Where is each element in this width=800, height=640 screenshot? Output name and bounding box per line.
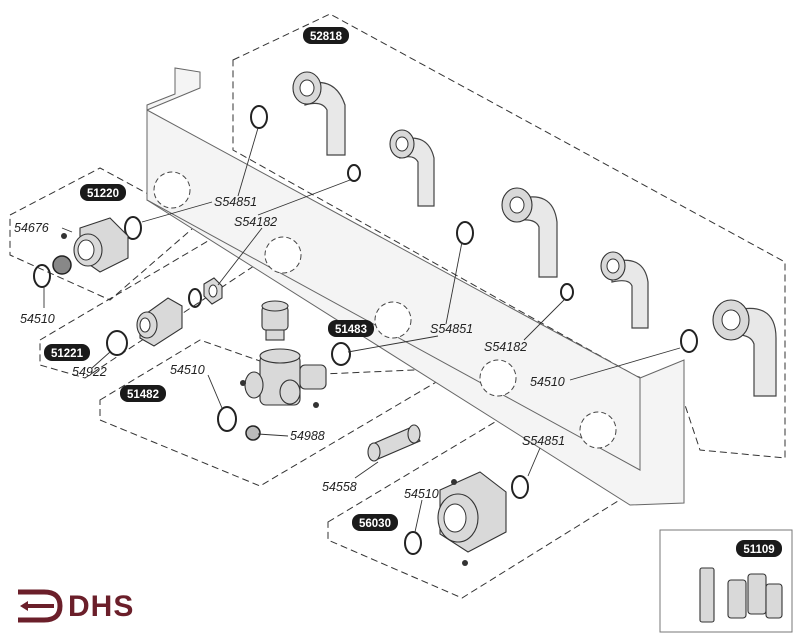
plate-hole <box>479 359 517 397</box>
o-ring <box>250 105 268 129</box>
strainer-filter <box>52 255 72 275</box>
hex-nut-bore <box>208 284 218 298</box>
elbow-pipe <box>292 71 346 156</box>
svg-text:52818: 52818 <box>310 31 343 43</box>
o-ring <box>404 531 422 555</box>
badge-51483: 51483 <box>328 320 374 337</box>
valve-head-51483 <box>261 300 289 341</box>
plate-hole <box>153 171 191 209</box>
label-s54851: S54851 <box>214 195 257 209</box>
o-ring <box>217 406 237 432</box>
svg-text:51483: 51483 <box>335 324 367 336</box>
svg-text:51482: 51482 <box>127 389 159 401</box>
label-s54182: S54182 <box>484 340 527 354</box>
o-ring <box>124 216 142 240</box>
o-ring <box>680 329 698 353</box>
o-ring <box>33 264 51 288</box>
group-box-51109 <box>659 529 793 633</box>
label-54510: 54510 <box>20 312 55 326</box>
svg-text:51109: 51109 <box>743 544 774 556</box>
o-ring <box>188 288 202 308</box>
svg-text:56030: 56030 <box>359 518 391 530</box>
group-box-52818 <box>232 13 786 459</box>
label-54510: 54510 <box>170 363 205 377</box>
label-s54851: S54851 <box>430 322 473 336</box>
o-ring <box>347 164 361 182</box>
clip-set-51109 <box>699 567 783 623</box>
badge-51221: 51221 <box>44 344 90 361</box>
badge-51109: 51109 <box>736 540 782 557</box>
plate-hole <box>374 301 412 339</box>
label-54510: 54510 <box>404 487 439 501</box>
label-54922: 54922 <box>72 365 107 379</box>
label-54510: 54510 <box>530 375 565 389</box>
group-box-51482 <box>99 339 461 487</box>
valve-body-51221 <box>136 297 183 347</box>
group-box-56030 <box>327 409 657 599</box>
o-ring <box>511 475 529 499</box>
o-ring <box>456 221 474 245</box>
tee-valve-51482 <box>240 348 327 408</box>
svg-text:51221: 51221 <box>51 348 84 360</box>
threaded-nipple-54558 <box>367 424 421 462</box>
leader-lines <box>43 127 681 533</box>
cap-54988 <box>245 425 261 441</box>
elbow-pipe <box>600 251 649 329</box>
o-ring <box>560 283 574 301</box>
label-s54182: S54182 <box>234 215 277 229</box>
label-54988: 54988 <box>290 429 325 443</box>
plate-hole <box>264 236 302 274</box>
elbow-pipe <box>389 129 435 207</box>
o-ring <box>106 330 128 356</box>
fitting-56030 <box>437 471 507 566</box>
badge-51220: 51220 <box>80 184 126 201</box>
badge-52818: 52818 <box>303 27 349 44</box>
svg-text:51220: 51220 <box>87 188 119 200</box>
badge-51482: 51482 <box>120 385 166 402</box>
dhs-logo-icon <box>18 589 63 623</box>
label-54558: 54558 <box>322 480 357 494</box>
o-ring <box>331 342 351 366</box>
elbow-pipe <box>712 299 777 397</box>
label-54676: 54676 <box>14 221 49 235</box>
logo-text: DHS <box>68 590 135 623</box>
flange-fitting-51220 <box>61 217 129 273</box>
label-s54851: S54851 <box>522 434 565 448</box>
elbow-pipe <box>501 187 558 278</box>
plate-hole <box>579 411 617 449</box>
mounting-plate-face <box>146 109 641 471</box>
badge-56030: 56030 <box>352 514 398 531</box>
